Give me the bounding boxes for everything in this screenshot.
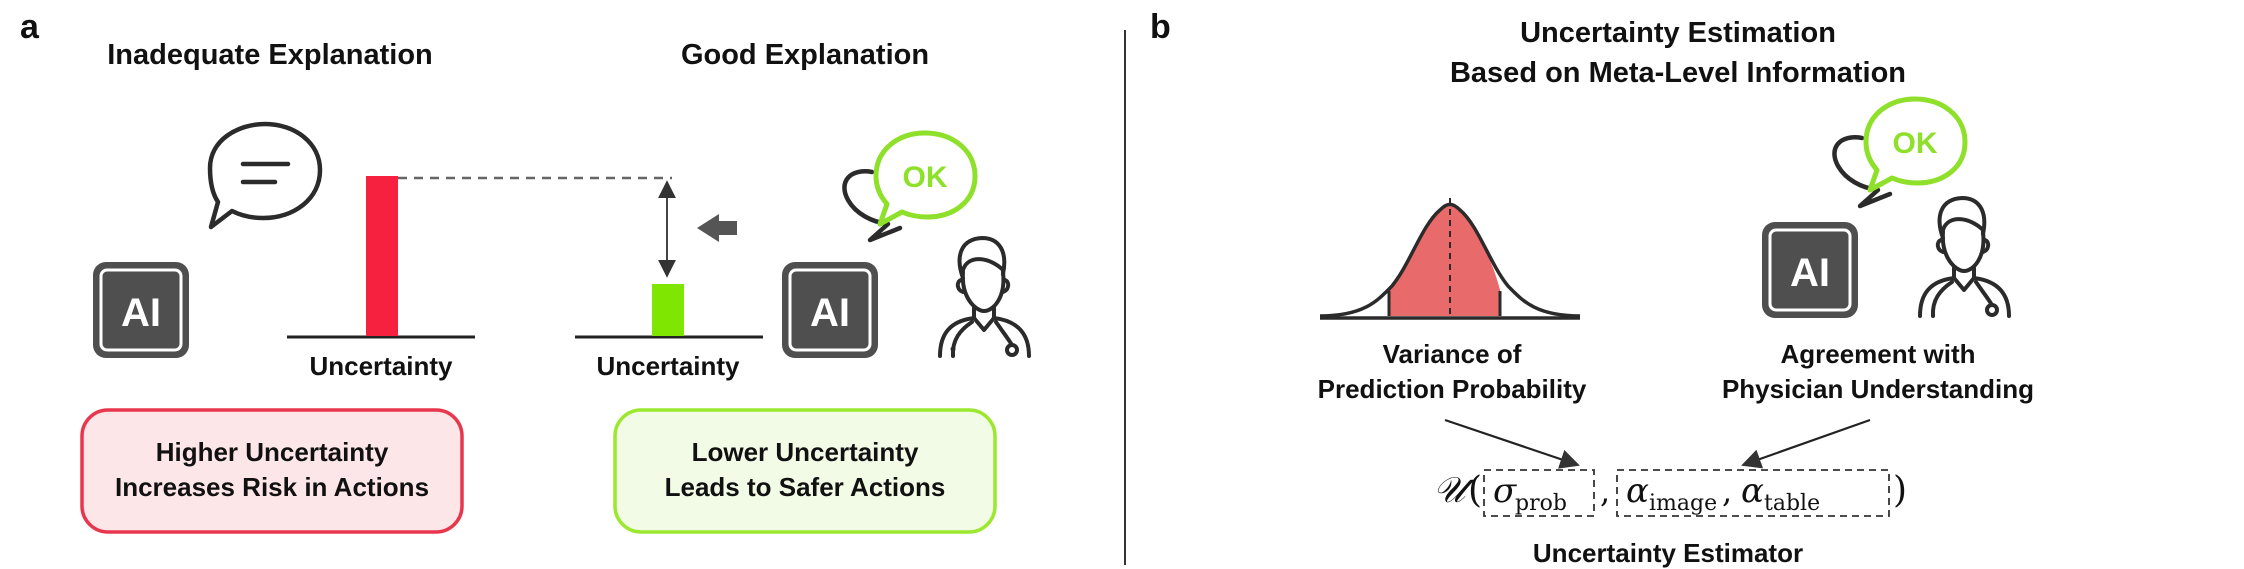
ai-chip-icon: AI <box>93 262 189 358</box>
low-uncertainty-bar <box>652 284 684 336</box>
sigma-dashed-box <box>1483 469 1595 517</box>
ok-speech-bubble-icon: OK <box>1832 96 1968 209</box>
uncertainty-formula: 𝒰 ( σ prob , α image , α table ) <box>1433 469 1907 517</box>
doctor-icon <box>938 236 1031 358</box>
block-arrow-left-icon <box>697 214 737 242</box>
variance-caption-line2: Prediction Probability <box>1318 374 1587 404</box>
bell-curve-icon <box>1319 198 1581 320</box>
panel-b-title-line2: Based on Meta-Level Information <box>1450 57 1906 89</box>
higher-uncertainty-box: Higher Uncertainty Increases Risk in Act… <box>80 408 464 534</box>
title-inadequate-explanation: Inadequate Explanation <box>107 39 433 71</box>
variance-caption-line1: Variance of <box>1383 339 1522 369</box>
formula-open-paren: ( <box>1468 470 1482 511</box>
panel-a-label: a <box>20 8 40 46</box>
formula-alpha-table-subscript: table <box>1764 491 1820 516</box>
formula-comma: , <box>1600 472 1610 510</box>
uncertainty-label-right: Uncertainty <box>596 351 740 381</box>
uncertainty-estimator-label: Uncertainty Estimator <box>1533 538 1803 568</box>
formula-alpha-image: α <box>1626 471 1649 511</box>
formula-sigma-subscript: prob <box>1515 491 1567 516</box>
panel-b-title-line1: Uncertainty Estimation <box>1520 17 1836 49</box>
lower-uncertainty-line1: Lower Uncertainty <box>692 437 919 467</box>
panel-b-label: b <box>1150 8 1171 46</box>
ok-label: OK <box>903 161 948 194</box>
formula-alpha-image-subscript: image <box>1649 491 1717 516</box>
ai-label: AI <box>1790 251 1830 295</box>
ok-speech-bubble-icon: OK <box>842 130 978 243</box>
high-uncertainty-bar <box>366 176 398 336</box>
ai-label: AI <box>121 291 161 335</box>
title-good-explanation: Good Explanation <box>681 39 929 71</box>
lower-uncertainty-box: Lower Uncertainty Leads to Safer Actions <box>613 408 997 534</box>
agreement-caption-line1: Agreement with <box>1780 339 1975 369</box>
ai-chip-icon: AI <box>1762 222 1858 318</box>
arrow-variance-to-sigma <box>1444 418 1580 469</box>
alpha-dashed-box <box>1616 469 1890 517</box>
agreement-caption-line2: Physician Understanding <box>1722 374 2034 404</box>
lower-uncertainty-line2: Leads to Safer Actions <box>665 472 946 502</box>
formula-alpha-table: α <box>1741 471 1764 511</box>
higher-uncertainty-line2: Increases Risk in Actions <box>115 472 429 502</box>
uncertainty-label-left: Uncertainty <box>309 351 453 381</box>
speech-bubble-icon <box>207 121 323 230</box>
doctor-icon <box>1918 196 2011 318</box>
formula-sigma: σ <box>1493 471 1517 511</box>
ai-chip-icon: AI <box>782 262 878 358</box>
ai-label: AI <box>810 291 850 335</box>
formula-inner-comma: , <box>1722 472 1732 510</box>
formula-close-paren: ) <box>1893 470 1907 511</box>
arrow-agreement-to-alpha <box>1741 418 1871 469</box>
ok-label: OK <box>1893 127 1938 160</box>
higher-uncertainty-line1: Higher Uncertainty <box>156 437 389 467</box>
